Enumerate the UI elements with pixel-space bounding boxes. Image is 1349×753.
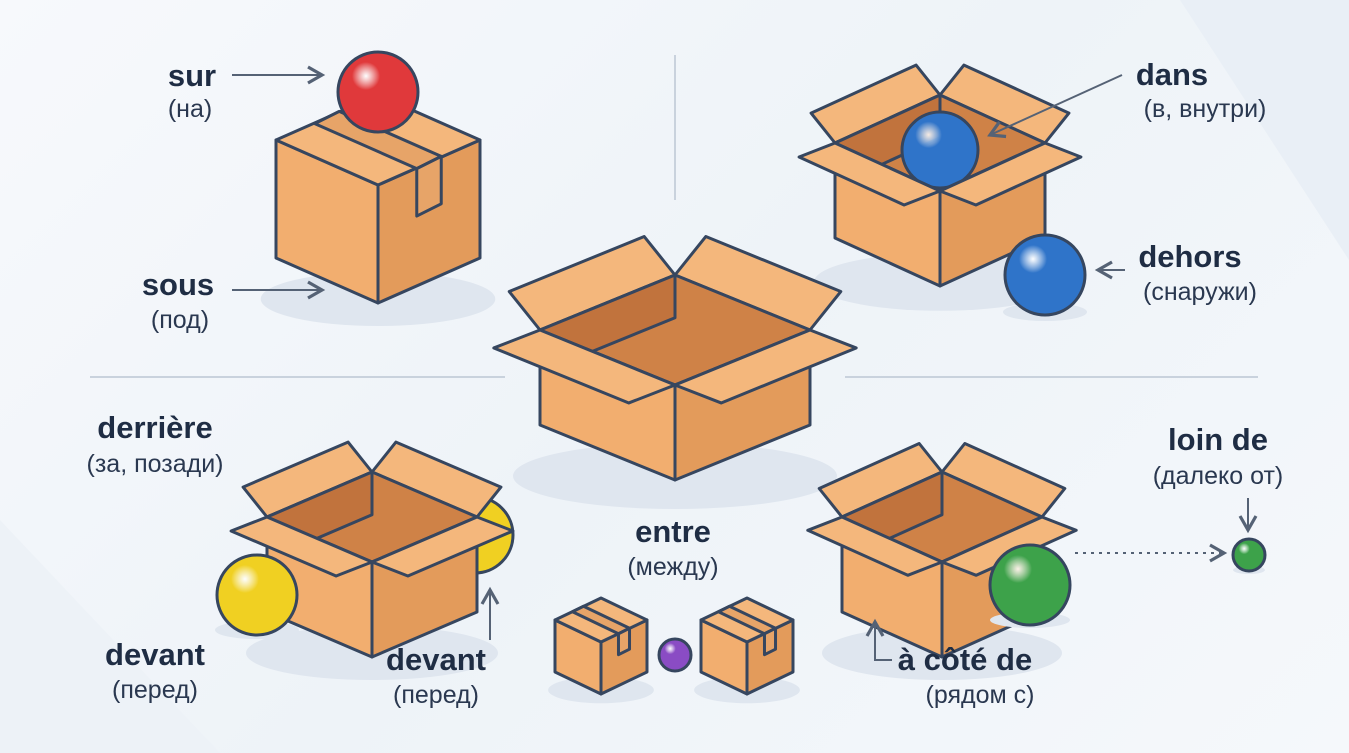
blue-ball-inside-box [900, 110, 980, 190]
label-derriere: derrière [97, 410, 212, 445]
illustrations [215, 50, 1267, 704]
label-dans: dans [1136, 57, 1208, 92]
box-derriere-front-right-flap [370, 515, 515, 578]
translation-devant-right: (перед) [393, 681, 479, 709]
arrows [232, 65, 1258, 661]
translation-dans: (в, внутри) [1144, 95, 1267, 123]
center-box-front-right-flap [673, 328, 858, 405]
purple-ball-between [657, 637, 693, 673]
box-dans-front-right-flap [938, 141, 1083, 207]
translation-sur: (на) [168, 95, 212, 123]
entre-box-left-tape-side [616, 626, 632, 657]
label-sur: sur [168, 58, 216, 93]
box-dans-front-left-flap [797, 141, 942, 207]
blue-ball-outside-box [1003, 233, 1087, 317]
green-ball-far [1231, 537, 1267, 573]
center-box-front-left-flap [492, 328, 677, 405]
yellow-ball-in-front [215, 553, 299, 637]
label-sous: sous [142, 267, 214, 302]
background-shape [0, 520, 220, 753]
translation-a-cote-de: (рядом с) [926, 681, 1035, 709]
translation-dehors: (снаружи) [1143, 278, 1257, 306]
label-loin-de: loin de [1168, 422, 1268, 457]
box-a-cote-front-right-flap [940, 515, 1078, 577]
labels: sur (на) sous (под) dans (в, внутри) deh… [87, 57, 1284, 709]
arrow-dans [987, 74, 1123, 139]
translation-sous: (под) [151, 306, 209, 334]
label-dehors: dehors [1138, 239, 1241, 274]
translation-loin-de: (далеко от) [1153, 462, 1284, 490]
label-devant-right: devant [386, 642, 486, 677]
box-a-cote-front-left-flap [806, 515, 944, 577]
translation-entre: (между) [627, 553, 718, 581]
label-a-cote-de: à côté de [898, 642, 1032, 677]
translation-devant-left: (перед) [112, 676, 198, 704]
arrow-a-cote-de [865, 618, 892, 661]
box-derriere-front-left-flap [229, 515, 374, 578]
label-devant-left: devant [105, 637, 205, 672]
entre-box-right-tape-side [762, 626, 778, 657]
box-sur-sous-tape-side [415, 154, 443, 218]
red-ball-on-box [336, 50, 420, 134]
green-ball-next-to-box [988, 543, 1072, 627]
background-shape [1180, 0, 1349, 260]
label-entre: entre [635, 514, 711, 549]
translation-derriere: (за, позади) [87, 450, 224, 478]
